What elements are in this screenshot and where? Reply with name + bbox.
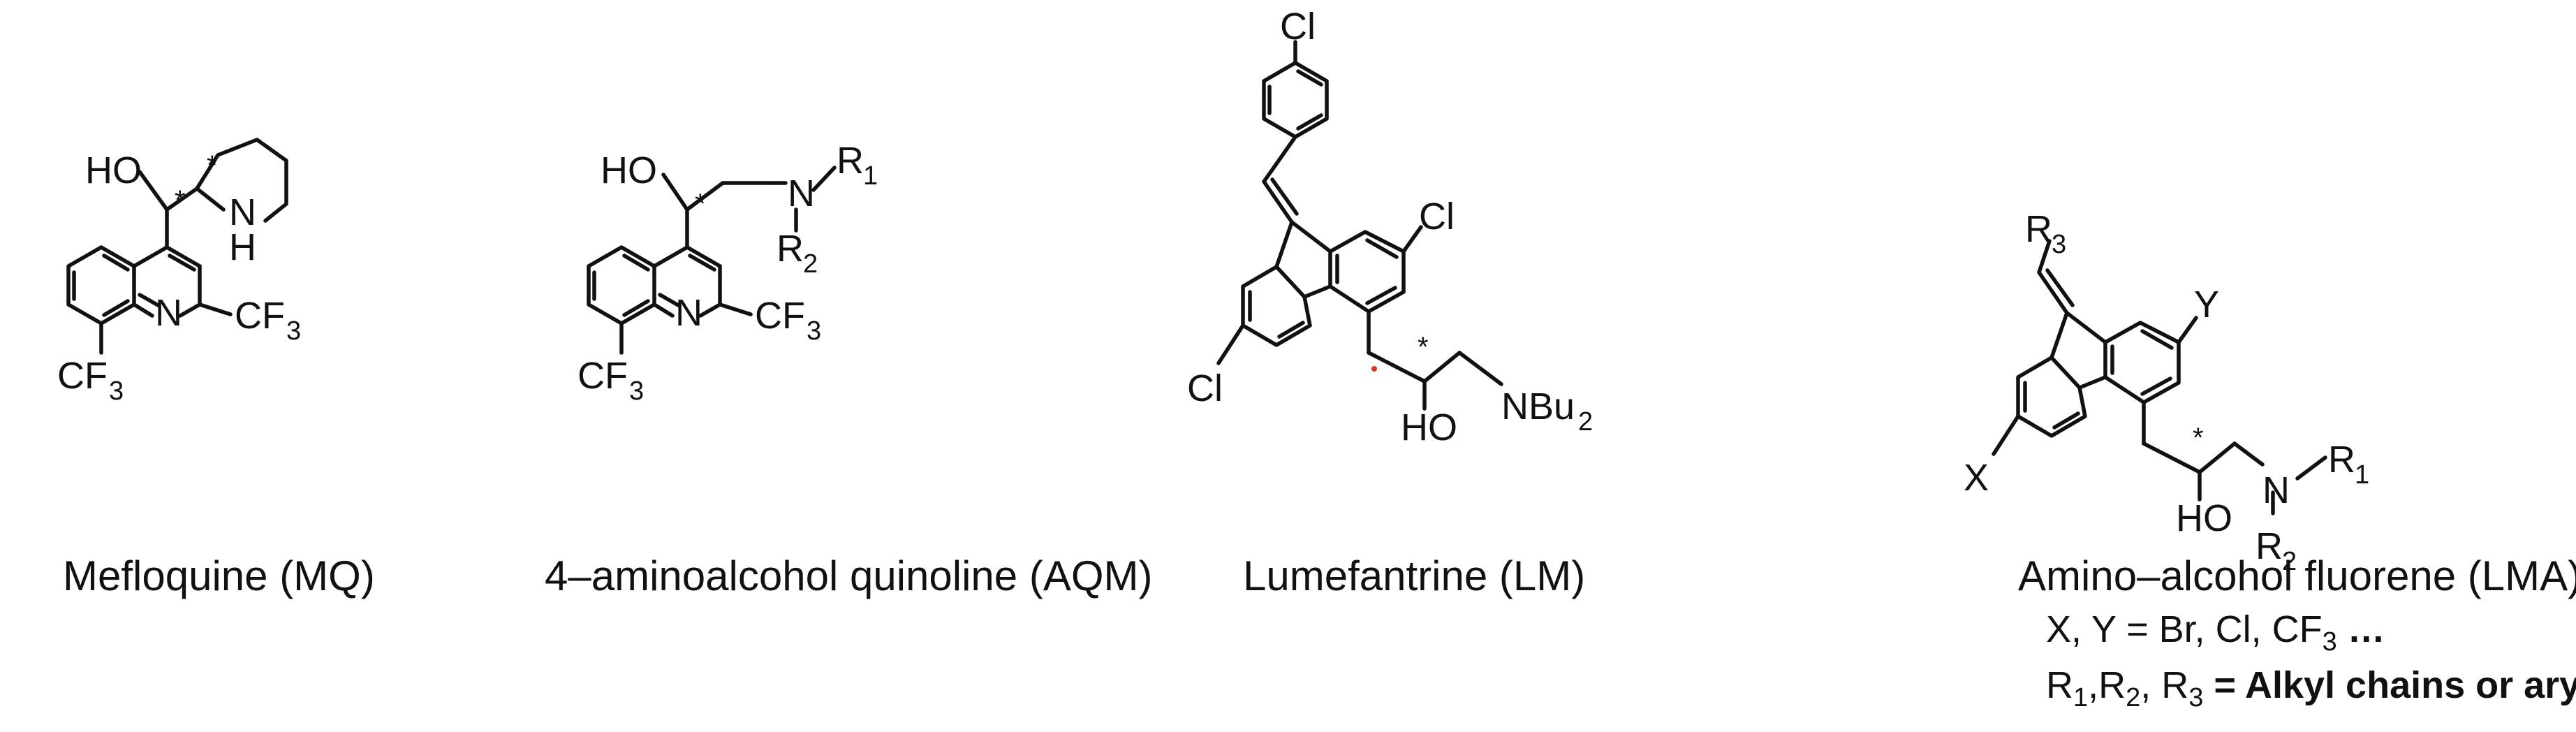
lma-y-label: Y [2194, 284, 2219, 325]
lm-nbu-label: NBu [1501, 386, 1575, 427]
lm-stereo-star: * [1418, 332, 1429, 363]
aqm-cf-label-2: CF [577, 355, 628, 397]
lm-nbu-sub: 2 [1578, 407, 1593, 437]
aqm-stereo-star: * [695, 189, 706, 219]
aqm-amine-n-label: N [788, 173, 815, 214]
lma-r1-label: R [2328, 439, 2355, 481]
aqm-cf-sub-2: 3 [629, 376, 644, 406]
caption-lumefantrine: Lumefantrine (LM) [1243, 552, 1586, 599]
mq-cf-sub-1: 3 [286, 316, 301, 346]
mq-cf-label-1: CF [235, 295, 285, 337]
mq-cf-label-2: CF [57, 355, 108, 397]
mq-cf-sub-2: 3 [109, 376, 124, 406]
note-r3: , R [2140, 664, 2189, 706]
note-r3-sub: 3 [2188, 682, 2204, 712]
lm-stereo-dot [1371, 366, 1377, 372]
lm-cl-label-left: Cl [1187, 367, 1223, 409]
aqm-r2-sub: 2 [803, 249, 818, 279]
note-r1-sub: 1 [2073, 682, 2089, 712]
aqm-r1-label: R [837, 140, 864, 182]
note-r-substituents: R1,R2, R3 = Alkyl chains or aryle … [2046, 664, 2576, 713]
mq-ho-label: HO [85, 149, 142, 191]
note-xy-prefix: X, Y = Br, Cl, CF [2046, 608, 2323, 650]
aqm-r1-sub: 1 [863, 161, 878, 191]
lm-ho-label: HO [1401, 407, 1457, 448]
lma-r3-sub: 3 [2052, 230, 2066, 259]
lma-r2-label: R [2255, 525, 2283, 567]
aqm-cf-label-1: CF [755, 295, 805, 337]
note-r-suffix: = Alkyl chains or aryle … [2214, 664, 2576, 706]
lma-x-label: X [1964, 457, 1989, 499]
aqm-cf-sub-1: 3 [807, 316, 821, 346]
note-xy-sub: 3 [2322, 627, 2337, 657]
note-xy-suffix: … [2336, 608, 2385, 650]
lumefantrine-structure [1216, 40, 1503, 411]
lma-ho-label: HO [2176, 497, 2232, 539]
lma-r3-label: R [2025, 208, 2052, 250]
caption-aqm: 4–aminoalcohol quinoline (AQM) [545, 552, 1153, 599]
note-r2-sub: 2 [2126, 682, 2141, 712]
note-r2: ,R [2088, 664, 2126, 706]
caption-lma: Amino–alcohol fluorene (LMA) [2018, 552, 2576, 599]
mefloquine-structure [66, 138, 288, 355]
aqm-r2-label: R [777, 228, 804, 270]
note-xy-substituents: X, Y = Br, Cl, CF3 … [2046, 608, 2385, 657]
caption-mefloquine: Mefloquine (MQ) [63, 552, 375, 599]
note-r1: R [2046, 664, 2073, 706]
lma-amine-n-label: N [2262, 469, 2290, 511]
aqm-ho-label: HO [601, 149, 657, 191]
aqm-ring-n-label: N [675, 292, 702, 334]
lm-cl-label-top: Cl [1280, 6, 1316, 47]
lm-cl-label-right: Cl [1419, 196, 1455, 237]
lma-structure [1992, 239, 2327, 515]
lma-r2-sub: 2 [2282, 547, 2297, 576]
mq-n-label: N [229, 191, 256, 233]
mq-stereo-star-2: * [207, 150, 218, 181]
mq-h-label: H [229, 226, 256, 268]
mq-stereo-star-1: * [175, 185, 186, 216]
mq-ring-n-label: N [155, 292, 182, 334]
aqm-structure [587, 166, 837, 355]
lma-stereo-star: * [2193, 423, 2204, 453]
lma-r1-sub: 1 [2355, 460, 2369, 490]
